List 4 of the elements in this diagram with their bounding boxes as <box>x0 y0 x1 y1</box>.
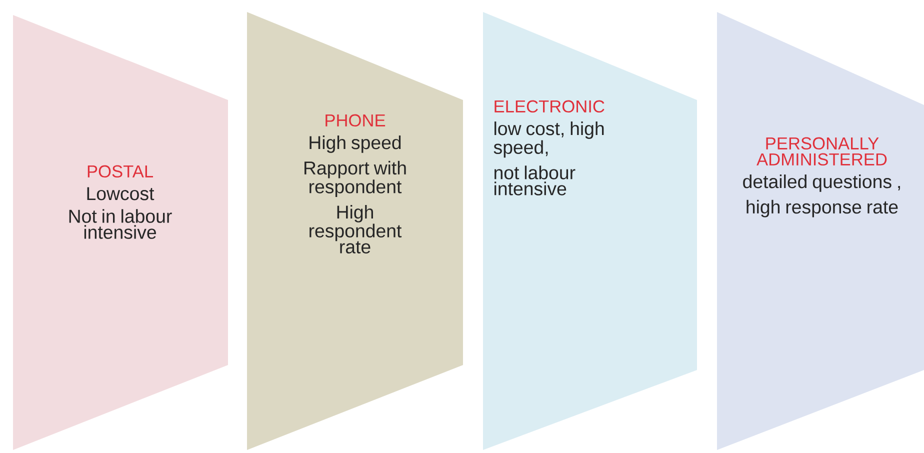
trapezoid-panel: ELECTRONIC low cost, high speed, not labour intensive <box>483 12 697 450</box>
trapezoid-panel: PHONE High speed Rapport with respondent High respondent rate <box>247 12 463 450</box>
trapezoid-panel: PERSONALLY ADMINISTERED detailed questions , high response rate <box>717 12 924 450</box>
trapezoid-panel: POSTAL Lowcost Not in labour intensive <box>13 15 228 450</box>
